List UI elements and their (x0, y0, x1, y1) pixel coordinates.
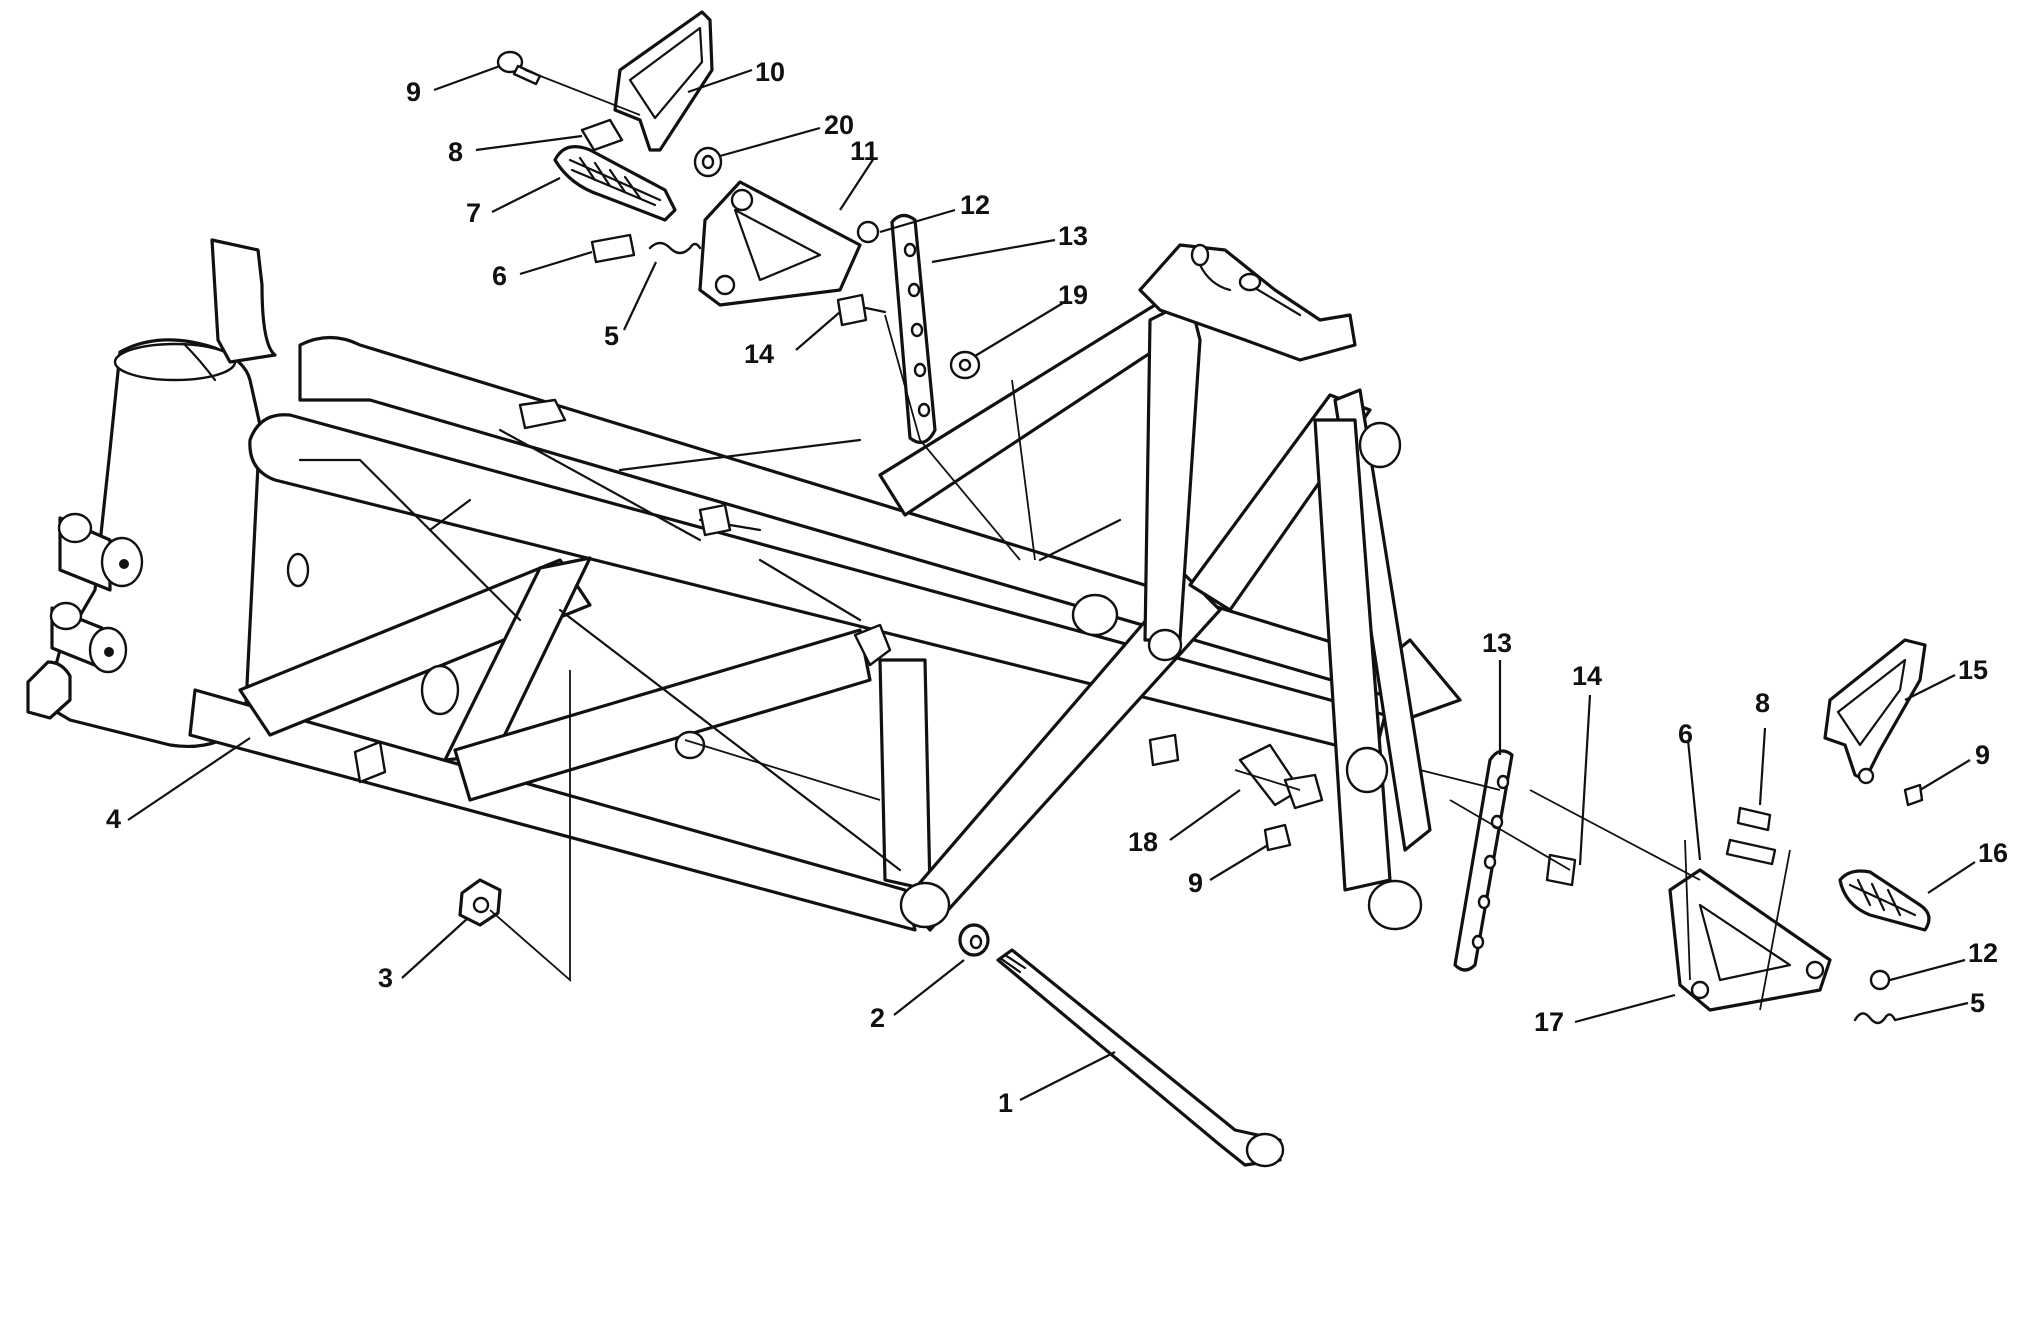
pin-6-right (1725, 838, 1777, 866)
callout-16: 16 (1978, 838, 2008, 868)
callout-15: 15 (1958, 655, 1988, 685)
callout-4: 4 (106, 804, 121, 834)
callout-9-lower: 9 (1188, 868, 1203, 898)
left-footrest-assembly (496, 10, 981, 445)
assembly-lines (489, 69, 1791, 1011)
callout-6: 6 (492, 261, 507, 291)
callout-6-right: 6 (1678, 719, 1693, 749)
bolt-9-right (1903, 783, 1924, 807)
callout-5-right: 5 (1970, 988, 1985, 1018)
callout-8-right: 8 (1755, 688, 1770, 718)
callout-5: 5 (604, 321, 619, 351)
spring-5-right (1853, 1012, 1897, 1025)
pin-8-right (1736, 806, 1772, 832)
callout-7: 7 (466, 198, 481, 228)
callout-10: 10 (755, 57, 785, 87)
callout-20: 20 (824, 110, 854, 140)
bolt-9-lower (1263, 823, 1292, 852)
callout-12-right: 12 (1968, 938, 1998, 968)
pin-8-left (580, 118, 624, 152)
loose-hardware (458, 878, 1285, 1168)
callout-3: 3 (378, 963, 393, 993)
callout-12: 12 (960, 190, 990, 220)
callout-14-right: 14 (1572, 661, 1602, 691)
callout-14: 14 (744, 339, 774, 369)
callout-9-right: 9 (1975, 740, 1990, 770)
axle-1 (996, 948, 1282, 1167)
callout-19: 19 (1058, 280, 1088, 310)
callout-18: 18 (1128, 827, 1158, 857)
callout-labels: 9 10 20 8 11 7 12 13 6 19 5 14 13 14 15 … (106, 57, 2008, 1118)
callout-13-right: 13 (1482, 628, 1512, 658)
nut-12-left (856, 220, 880, 244)
callout-13: 13 (1058, 221, 1088, 251)
callout-leaders (127, 64, 1976, 1101)
callout-8: 8 (448, 137, 463, 167)
bolt-14-right (1545, 853, 1577, 887)
callout-17: 17 (1534, 1007, 1564, 1037)
plate-13-right (1453, 749, 1514, 972)
bracket-17-right (1668, 868, 1832, 1012)
callout-9: 9 (406, 77, 421, 107)
spring-5-left (648, 241, 702, 255)
heel-guard-right (1823, 638, 1927, 782)
callout-11: 11 (850, 136, 879, 166)
callout-1: 1 (998, 1088, 1013, 1118)
nut-12-right (1869, 969, 1891, 991)
right-footrest-assembly (1238, 638, 1931, 1025)
callout-2: 2 (870, 1003, 885, 1033)
bolt-14-left (836, 293, 868, 327)
pin-6-left (590, 233, 636, 264)
footpeg-left (553, 145, 677, 222)
main-frame (26, 238, 1462, 932)
bolt-left-top (496, 50, 524, 74)
